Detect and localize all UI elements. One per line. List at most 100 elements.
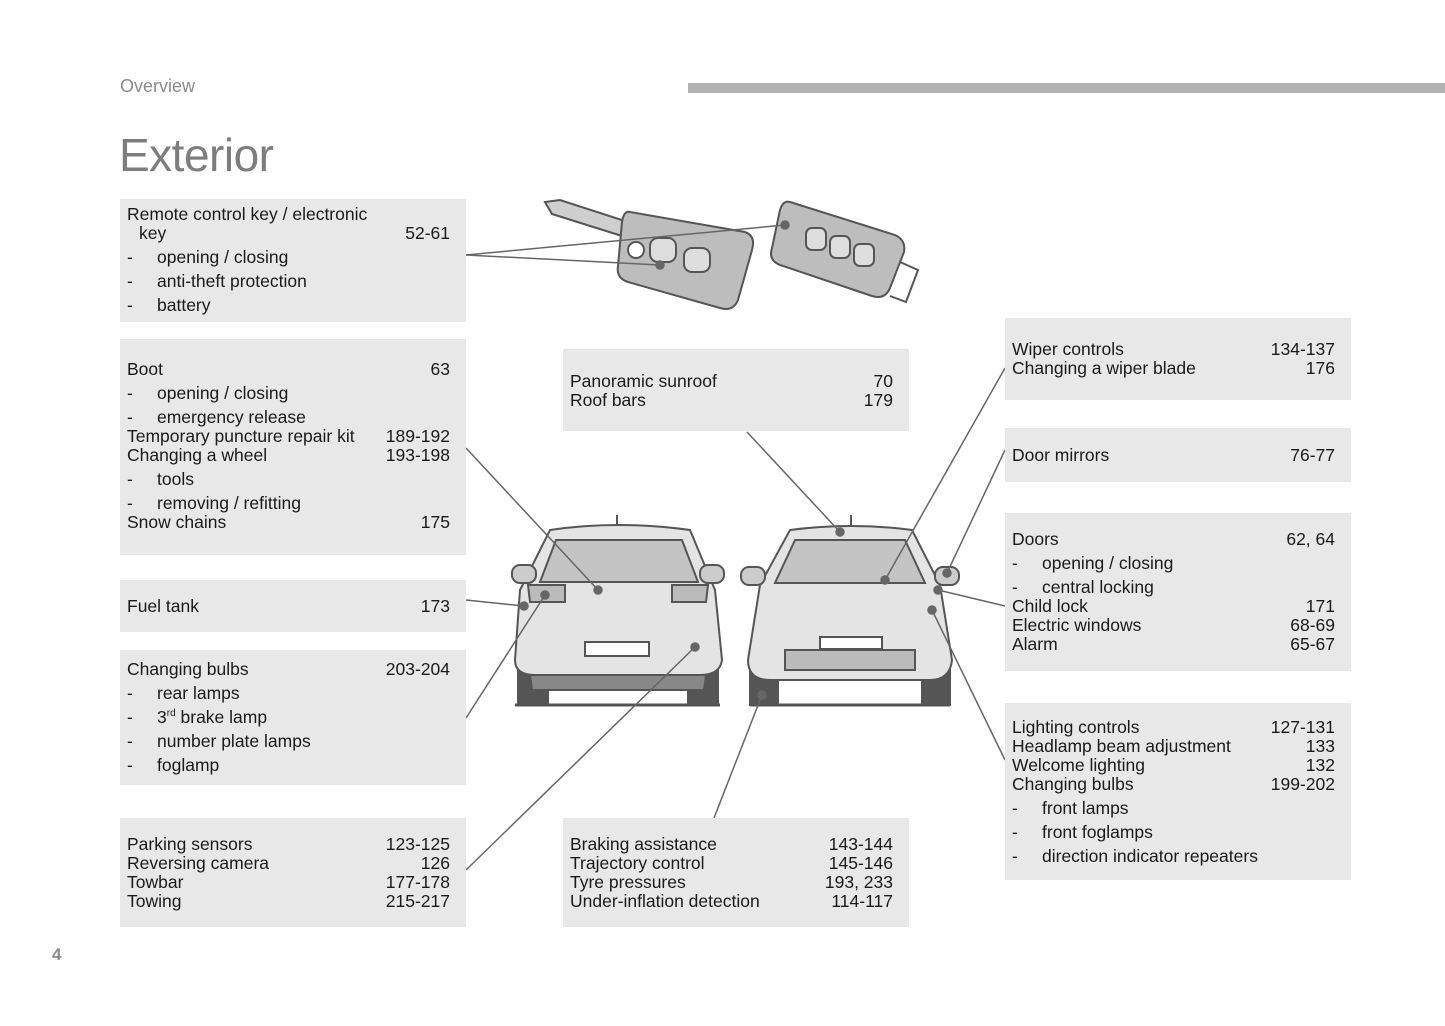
entry-label: Towbar [127,873,386,892]
bullet-dash: - [127,469,133,489]
entry-label: Trajectory control [570,854,829,873]
entry-label: Headlamp beam adjustment [1012,737,1306,756]
entry-label: Under-inflation detection [570,892,831,911]
entry-label: -foglamp [127,756,450,775]
page-reference: 199-202 [1270,774,1335,794]
entry-label: Fuel tank [127,597,421,616]
index-entry: -direction indicator repeaters [1012,847,1335,866]
bullet-dash: - [1012,822,1018,842]
entry-label: -central locking [1012,578,1335,597]
page-reference: 143-144 [828,834,893,854]
entry-text: anti-theft protection [157,271,307,291]
index-entry: - battery [127,296,450,315]
bullet-dash: - [127,707,133,727]
page-reference: 132 [1305,755,1335,775]
index-entry: Boot 63 [127,360,450,379]
electronic-key-icon [770,200,920,304]
index-entry: - removing / refitting [127,494,450,513]
index-entry: -3rd brake lamp [127,708,450,727]
entry-superscript: rd [166,708,176,720]
entry-text: opening / closing [1042,553,1174,573]
bullet-dash: - [127,493,133,513]
entry-label: -front lamps [1012,799,1335,818]
page-reference: 62, 64 [1286,529,1335,549]
entry-text: Doors [1012,529,1059,549]
bullet-dash: - [1012,553,1018,573]
entry-text: Panoramic sunroof [570,371,717,391]
index-entry: - tools [127,470,450,489]
page-reference: 70 [873,371,893,391]
entry-text: Braking assistance [570,834,717,854]
page-reference: 145-146 [828,853,893,873]
bullet-dash: - [127,383,133,403]
entry-text: Snow chains [127,512,227,532]
index-entry: -foglamp [127,756,450,775]
index-entry: - anti-theft protection [127,272,450,291]
entry-text: Boot [127,359,163,379]
index-entry: Panoramic sunroof 70 [570,372,893,391]
entry-text: Door mirrors [1012,445,1110,465]
page-reference: 176 [1305,358,1335,378]
entry-text: opening / closing [157,383,289,403]
index-entry: - opening / closing [1012,554,1335,573]
entry-text: key [139,223,167,243]
entry-label: Temporary puncture repair kit [127,427,386,446]
index-entry: Electric windows 68-69 [1012,616,1335,635]
entry-label: Tyre pressures [570,873,825,892]
folding-key-icon [543,198,755,310]
entry-label: key [127,224,405,243]
entry-label: Parking sensors [127,835,386,854]
page-reference: 215-217 [385,891,450,911]
boot-box: Boot 63 - opening / closing -emergency relea… [120,339,466,555]
page-reference: 123-125 [385,834,450,854]
entry-text: Electric windows [1012,615,1142,635]
entry-label: -emergency release [127,408,450,427]
entry-label: Doors [1012,530,1286,549]
page-reference: 203-204 [385,659,450,679]
entry-label: Electric windows [1012,616,1290,635]
entry-text: battery [157,295,211,315]
entry-label: Welcome lighting [1012,756,1306,775]
entry-text: removing / refitting [157,493,301,513]
page-reference: 68-69 [1290,615,1335,635]
entry-label: -number plate lamps [127,732,450,751]
entry-label: Towing [127,892,386,911]
index-entry: Doors 62, 64 [1012,530,1335,549]
bullet-dash: - [127,247,133,267]
entry-label: Lighting controls [1012,718,1271,737]
bullet-dash: - [127,683,133,703]
page-reference: 179 [863,390,893,410]
header-bar [688,83,1445,93]
entry-label: Wiper controls [1012,340,1271,359]
entry-text: tools [157,469,194,489]
entry-text: opening / closing [157,247,289,267]
section-label: Overview [120,76,196,96]
entry-label: - opening / closing [1012,554,1335,573]
entry-text: Welcome lighting [1012,755,1145,775]
page-reference: 126 [420,853,450,873]
entry-text: Lighting controls [1012,717,1140,737]
bullet-dash: - [127,271,133,291]
page-reference: 63 [430,359,450,379]
bullet-dash: - [127,295,133,315]
index-entry: Remote control key / electronic [127,205,450,224]
entry-label: -3rd brake lamp [127,708,450,727]
entry-label: - battery [127,296,450,315]
entry-label: Door mirrors [1012,446,1290,465]
index-entry: -front foglamps [1012,823,1335,842]
entry-text: 3 [157,707,167,727]
entry-label: Changing bulbs [127,660,386,679]
entry-label: - anti-theft protection [127,272,450,291]
